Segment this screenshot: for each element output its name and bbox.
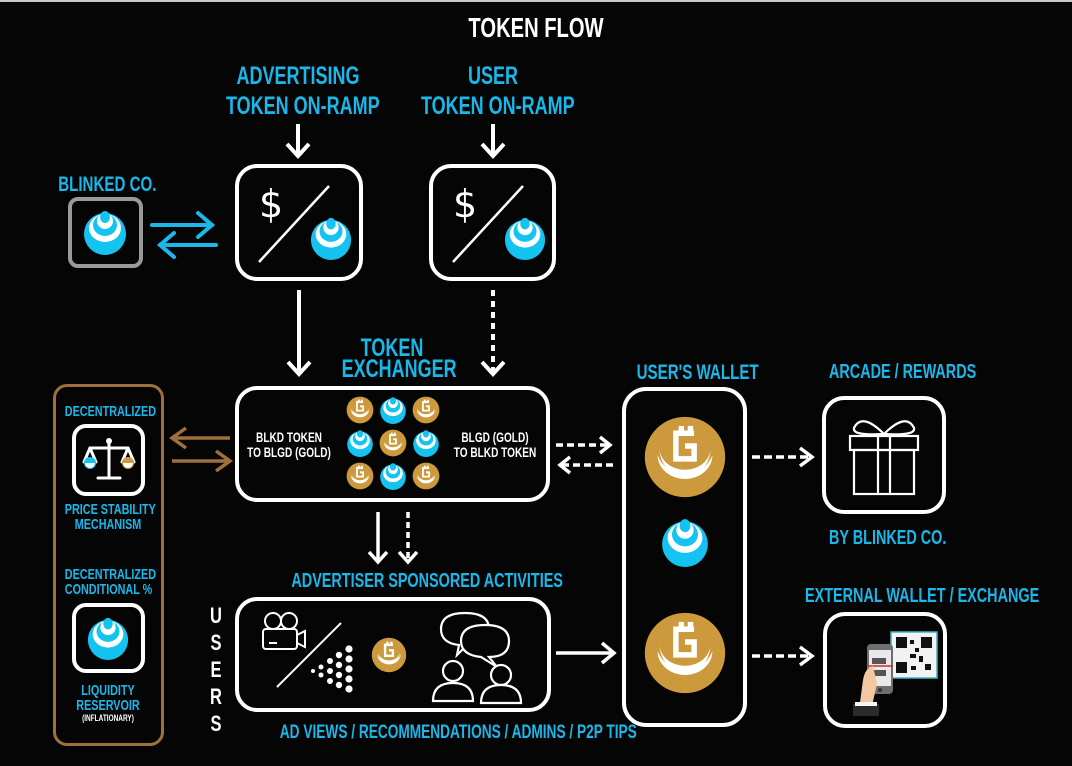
user-onramp-box[interactable]: $	[429, 164, 556, 281]
gold-token-icon	[643, 611, 727, 695]
blue-bidirectional-arrows	[150, 211, 218, 259]
exchanger-left-text: BLKD TOKEN TO BLGD (GOLD)	[246, 430, 332, 459]
gold-token-icon	[643, 415, 727, 499]
gold-token-icon	[345, 395, 375, 425]
dashed-bidirectional-arrows	[556, 435, 614, 475]
gold-token-icon	[378, 428, 408, 458]
activities-label: ADVERTISER SPONSORED ACTIVITIES	[291, 570, 563, 592]
blkd-token-icon	[413, 430, 439, 457]
blkd-token-icon	[504, 217, 546, 260]
top-border	[0, 0, 1072, 2]
blkd-token-icon	[662, 519, 708, 567]
advertiser-activities-box[interactable]	[235, 597, 551, 712]
blkd-token-icon	[84, 211, 126, 255]
reservoir-caption-2: RESERVOIR	[76, 697, 140, 714]
label-line: USER	[467, 62, 519, 90]
price-stability-caption-2: MECHANISM	[74, 516, 142, 533]
users-letter: S	[210, 711, 222, 736]
blkd-token-icon	[87, 617, 129, 660]
dots-spray-icon	[311, 645, 353, 693]
bronze-bidirectional-arrows	[168, 426, 234, 473]
activities-caption: AD VIEWS / RECOMMENDATIONS / ADMINS / P2…	[279, 722, 637, 743]
dashed-arrow-right-icon	[752, 446, 815, 468]
balance-scale-icon	[82, 438, 136, 480]
dashed-arrow-right-icon	[556, 435, 613, 455]
film-camera-icon	[262, 612, 306, 650]
text-line: BLKD TOKEN	[256, 429, 322, 445]
price-stability-box[interactable]	[72, 424, 145, 496]
gold-token-icon	[411, 461, 441, 491]
advertising-onramp-box[interactable]: $	[235, 164, 363, 281]
dashed-arrow-down-icon	[480, 290, 506, 377]
solid-arrow-down-icon	[286, 290, 312, 377]
arcade-caption: BY BLINKED CO.	[829, 527, 947, 549]
arrow-right-icon	[172, 449, 234, 473]
token-grid	[345, 395, 442, 492]
arrow-down-icon	[480, 124, 506, 159]
arrow-right-icon	[556, 641, 617, 665]
arrow-left-icon	[156, 231, 218, 259]
text-line: TO BLKD TOKEN	[453, 443, 537, 460]
dashed-arrow-right-icon	[752, 645, 815, 667]
dashed-arrow-left-icon	[557, 455, 614, 475]
blinked-co-label: BLINKED CO.	[58, 173, 157, 196]
chat-users-icon	[431, 611, 523, 705]
slash-divider	[276, 622, 342, 688]
price-stability-caption-1: PRICE STABILITY	[64, 501, 156, 518]
text-line: BLGD (GOLD)	[461, 429, 529, 445]
exchanger-right-text: BLGD (GOLD) TO BLKD TOKEN	[452, 430, 538, 459]
reservoir-title-1: DECENTRALIZED	[64, 566, 157, 583]
gold-token-icon	[345, 461, 375, 491]
dashed-arrow-down-icon	[397, 512, 419, 565]
arrow-down-icon	[285, 124, 311, 159]
users-letter: E	[210, 657, 222, 682]
arrow-right-icon	[150, 211, 216, 239]
blinked-co-box[interactable]	[68, 197, 143, 268]
external-wallet-label: EXTERNAL WALLET / EXCHANGE	[805, 585, 1040, 607]
dollar-sign: $	[259, 182, 284, 226]
arcade-label: ARCADE / REWARDS	[829, 361, 977, 383]
token-exchanger-box[interactable]: BLKD TOKEN TO BLGD (GOLD) BLGD (GOLD) TO…	[235, 386, 550, 502]
users-letter: U	[210, 603, 222, 628]
blkd-token-icon	[380, 463, 406, 490]
page-title: TOKEN FLOW	[468, 12, 604, 43]
users-wallet-label: USER'S WALLET	[636, 361, 759, 384]
token-exchanger-label-line1: TOKEN	[360, 334, 424, 362]
reservoir-caption-1: LIQUIDITY	[81, 682, 135, 699]
solid-arrow-down-icon	[367, 512, 389, 565]
gold-token-icon	[370, 636, 408, 674]
phone-qr-scan-icon	[853, 631, 938, 716]
reservoir-note: (INFLATIONARY)	[82, 713, 134, 723]
label-line: TOKEN ON-RAMP	[421, 92, 575, 120]
blkd-token-icon	[347, 430, 373, 457]
gold-token-icon	[411, 395, 441, 425]
users-letter: S	[210, 630, 222, 655]
price-stability-title: DECENTRALIZED	[64, 403, 157, 420]
arrow-left-icon	[168, 426, 230, 450]
label-line: ADVERTISING	[236, 62, 360, 90]
users-letter: R	[210, 684, 222, 709]
reservoir-title-2: CONDITIONAL %	[64, 581, 153, 598]
liquidity-reservoir-box[interactable]	[72, 603, 145, 673]
arcade-rewards-box[interactable]	[822, 396, 946, 514]
gift-icon	[848, 420, 920, 496]
slash-divider	[452, 185, 524, 263]
blkd-token-icon	[380, 397, 406, 424]
dollar-sign: $	[453, 182, 478, 226]
label-line: TOKEN ON-RAMP	[226, 92, 380, 120]
blkd-token-icon	[310, 217, 352, 260]
text-line: TO BLGD (GOLD)	[247, 443, 331, 460]
token-exchanger-label-line2: EXCHANGER	[341, 355, 457, 383]
users-wallet-box[interactable]	[622, 387, 747, 727]
external-wallet-box[interactable]	[823, 612, 947, 728]
slash-divider	[258, 185, 330, 263]
